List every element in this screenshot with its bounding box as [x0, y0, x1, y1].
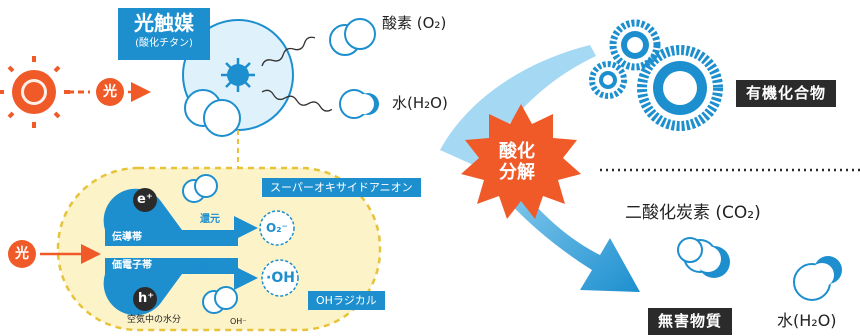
co2-molecule-icon: [677, 237, 730, 278]
oxygen-molecule-icon: [329, 18, 376, 56]
oh-minus-label: OH⁻: [230, 317, 247, 326]
water-label-bottom: 水(H₂O): [777, 311, 837, 330]
water-molecule-icon-top: [339, 89, 379, 119]
decomposition-label: 酸化 分解: [499, 141, 535, 183]
photocatalyst-title: 光触媒: [134, 11, 194, 35]
sun-icon: [0, 56, 70, 128]
hole-icon: [133, 287, 157, 311]
moisture-label: 空気中の水分: [127, 315, 182, 325]
photocatalyst-subtitle: (酸化チタン): [135, 38, 193, 49]
light-badge-top: [96, 78, 124, 106]
light-label-top: 光: [103, 84, 117, 100]
reduction-label: 還元: [200, 214, 220, 225]
water-molecule-small-2: [214, 286, 238, 310]
organic-compounds-label: 有機化合物: [736, 80, 837, 107]
wave-line-2: [261, 89, 333, 112]
organic-compound-icon-3: [637, 45, 723, 131]
water-label-top: 水(H₂O): [392, 94, 448, 112]
light-badge-left: [8, 240, 36, 268]
hydroxyl-formula: ·OH: [266, 270, 295, 286]
wave-line-1: [261, 36, 316, 67]
hole-symbol: h⁺: [138, 291, 155, 306]
co2-label: 二酸化炭素 (CO₂): [625, 203, 761, 223]
light-label-left: 光: [15, 246, 29, 262]
superoxide-formula: O₂⁻: [266, 221, 288, 235]
swoosh-top: [440, 45, 596, 168]
electron-symbol: e⁺: [137, 192, 153, 207]
superoxide-name-tag: スーパーオキサイドアニオン: [262, 178, 421, 197]
conduction-band-label: 伝導帯: [112, 232, 142, 243]
organic-compound-icon-1: [609, 19, 661, 71]
valence-band-label: 価電子帯: [112, 260, 152, 271]
o2-molecule-small-2: [194, 174, 218, 198]
electron-icon: [133, 188, 157, 212]
water-molecule-icon-bottom: [793, 256, 842, 301]
oxidation-label: 酸化: [200, 263, 220, 274]
harmless-substance-label: 無害物質: [648, 308, 733, 335]
photocatalyst-title-box: 光触媒 (酸化チタン): [118, 8, 210, 60]
decomposition-burst: [461, 104, 581, 219]
oxygen-label: 酸素 (O₂): [382, 14, 447, 32]
hydroxyl-name-tag: OHラジカル: [308, 291, 385, 310]
organic-compound-icon-2: [589, 61, 627, 99]
titanium-particle: [182, 19, 294, 137]
superoxide-circle: [259, 210, 295, 246]
hydroxyl-circle: [261, 259, 299, 297]
